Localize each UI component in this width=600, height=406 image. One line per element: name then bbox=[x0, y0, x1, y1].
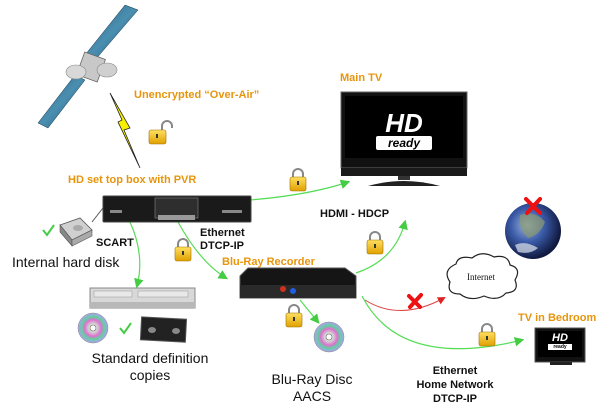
arrow-scart bbox=[129, 221, 144, 289]
check-icon bbox=[119, 322, 132, 335]
ethernet-dtcp-label: Ethernet DTCP-IP bbox=[200, 227, 245, 252]
bluray-recorder bbox=[239, 267, 357, 299]
blocked-cross-icon bbox=[407, 293, 423, 309]
hd-ready-logo-main: HD ready bbox=[376, 110, 432, 150]
lightning-icon bbox=[109, 92, 141, 169]
arrow-recorder-to-disc bbox=[299, 299, 320, 324]
vcr-dvd-combo bbox=[89, 287, 196, 309]
locked-padlock-icon bbox=[174, 238, 192, 262]
set-top-box-label: HD set top box with PVR bbox=[68, 174, 197, 186]
locked-padlock-icon bbox=[478, 323, 496, 347]
internet-cloud-icon bbox=[446, 253, 519, 300]
bluray-disc-icon bbox=[313, 321, 345, 353]
set-top-box bbox=[102, 195, 252, 223]
hard-disk-icon bbox=[59, 217, 93, 247]
locked-padlock-icon bbox=[289, 168, 307, 192]
sd-copies-label: Standard definition copies bbox=[91, 350, 209, 383]
arrow-stb-to-main-tv bbox=[249, 179, 351, 201]
satellite-icon bbox=[37, 4, 139, 129]
over-air-label: Unencrypted “Over-Air” bbox=[134, 89, 260, 101]
hd-ready-logo-bedroom: HD ready bbox=[548, 333, 572, 350]
cross-icon bbox=[524, 197, 542, 215]
disc-icon bbox=[77, 312, 109, 344]
hdmi-hdcp-label: HDMI - HDCP bbox=[320, 208, 390, 220]
arrow-recorder-to-bedroom-tv bbox=[361, 295, 525, 350]
globe-icon bbox=[505, 203, 561, 259]
arrow-recorder-to-main-tv bbox=[355, 219, 408, 274]
main-tv-label: Main TV bbox=[340, 72, 383, 84]
internet-label: Internet bbox=[467, 272, 495, 282]
home-network-label: Ethernet Home Network DTCP-IP bbox=[416, 365, 494, 405]
bedroom-tv-label: TV in Bedroom bbox=[518, 312, 597, 324]
bluray-recorder-label: Blu-Ray Recorder bbox=[222, 256, 315, 268]
locked-padlock-icon bbox=[366, 231, 384, 255]
unlocked-padlock-icon bbox=[148, 120, 173, 145]
bluray-disc-label: Blu-Ray Disc AACS bbox=[271, 371, 353, 404]
arrow-stb-to-hdd bbox=[91, 207, 104, 223]
scart-label: SCART bbox=[96, 237, 134, 249]
vhs-tape-icon bbox=[139, 316, 188, 343]
locked-padlock-icon bbox=[285, 304, 303, 328]
internal-hdd-label: Internal hard disk bbox=[12, 254, 120, 270]
arrow-recorder-to-internet-blocked bbox=[364, 297, 446, 311]
check-icon bbox=[42, 224, 55, 237]
arrow-ethernet-to-recorder bbox=[177, 221, 229, 280]
